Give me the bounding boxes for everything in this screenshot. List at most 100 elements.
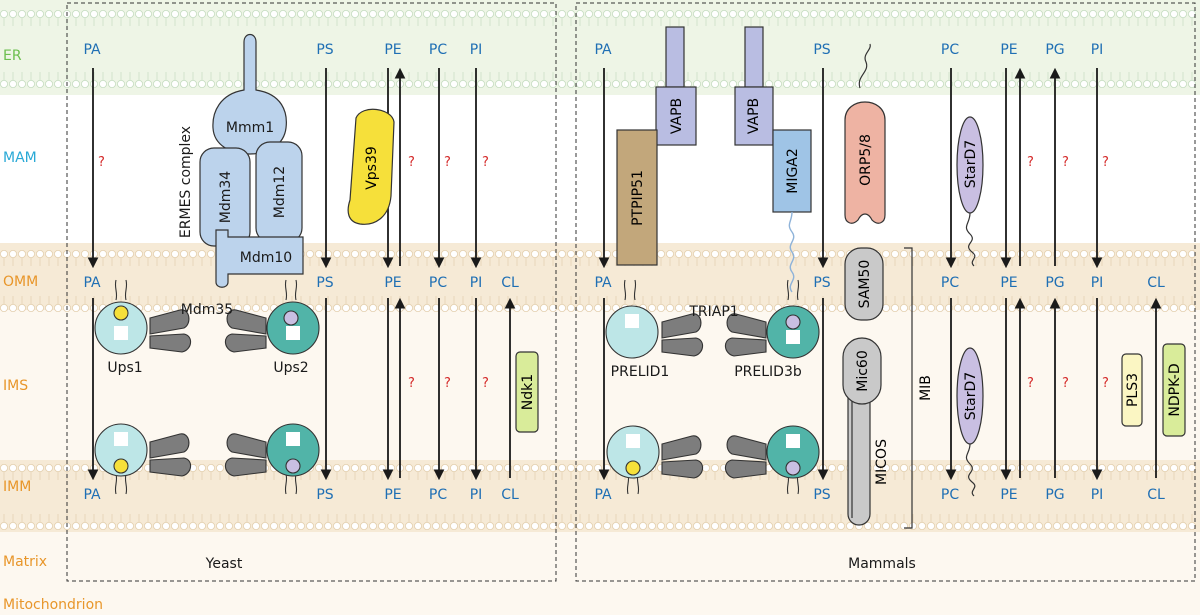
mammals-transport-arrows xyxy=(598,67,1162,481)
mammals-imm-pi: PI xyxy=(1091,487,1104,503)
mammals-omm-ps: PS xyxy=(813,275,830,291)
membrane-anchor-lines xyxy=(623,279,800,301)
yeast-imm-pe: PE xyxy=(384,487,401,503)
vapb-left-label: VAPB xyxy=(669,98,685,134)
yeast-omm-pe: PE xyxy=(384,275,401,291)
mdm34-label: Mdm34 xyxy=(218,171,234,224)
yeast-imm-pi: PI xyxy=(470,487,483,503)
triap1-dimer-right xyxy=(724,313,767,357)
mammals-omm-cl: CL xyxy=(1147,275,1165,291)
yeast-omm-ps: PS xyxy=(316,275,333,291)
ups2-pocket xyxy=(286,326,300,340)
question-mark: ? xyxy=(1027,155,1034,170)
yeast-imm-cl: CL xyxy=(501,487,519,503)
mdm12-label: Mdm12 xyxy=(272,166,288,218)
ups1-pocket-imm xyxy=(114,432,128,446)
vapb-protein-left xyxy=(655,86,697,146)
mammals-imm-pa: PA xyxy=(594,487,612,503)
mdm10-protein xyxy=(215,229,304,288)
prelid1-lipid-yellow-imm xyxy=(625,460,641,476)
vapb-ptpip51-tether xyxy=(616,26,697,266)
question-mark: ? xyxy=(482,376,489,391)
vapb-right-label: VAPB xyxy=(746,98,762,134)
mammals-imm-pc: PC xyxy=(941,487,959,503)
question-mark: ? xyxy=(444,376,451,391)
mammals-imm-ps: PS xyxy=(813,487,830,503)
mammals-lipid-labels: PA PS PC PE PG PI PA PS PC PE PG PI CL P… xyxy=(594,42,1165,503)
yeast-omm-pc: PC xyxy=(429,275,447,291)
mdm35-dimer-imm xyxy=(149,433,192,477)
orp58-protein xyxy=(844,101,886,224)
yeast-imm-pa: PA xyxy=(83,487,101,503)
question-mark: ? xyxy=(408,376,415,391)
mammals-omm-pg: PG xyxy=(1045,275,1064,291)
mammals-er-pc: PC xyxy=(941,42,959,58)
yeast-panel-frame xyxy=(66,2,557,582)
yeast-panel-label: Yeast xyxy=(205,556,243,572)
question-mark: ? xyxy=(1102,376,1109,391)
yeast-er-pe: PE xyxy=(384,42,401,58)
question-mark: ? xyxy=(1027,376,1034,391)
ups1-protein-imm xyxy=(94,423,148,477)
yeast-ups-complexes xyxy=(94,279,320,495)
label-imm: IMM xyxy=(3,479,31,495)
prelid3b-protein-imm xyxy=(766,425,820,479)
label-er: ER xyxy=(3,48,22,64)
ims-band xyxy=(0,310,1200,460)
ups2-protein-imm xyxy=(266,423,320,477)
miga2-tail xyxy=(788,211,795,293)
vapb-tm-left xyxy=(665,26,685,88)
prelid1-label: PRELID1 xyxy=(611,364,670,380)
mdm35-dimer-ups2 xyxy=(224,309,267,353)
micos-complex xyxy=(842,337,882,526)
mdm10-label: Mdm10 xyxy=(240,250,292,266)
yeast-er-ps: PS xyxy=(316,42,333,58)
ndpkd-protein xyxy=(1162,343,1186,437)
mammals-prelid-complexes xyxy=(605,279,820,495)
stard7-tail-ims xyxy=(965,443,976,497)
mammals-er-pg: PG xyxy=(1045,42,1064,58)
yeast-er-pi: PI xyxy=(470,42,483,58)
label-omm: OMM xyxy=(3,274,38,290)
ups2-label: Ups2 xyxy=(273,360,308,376)
prelid1-pocket-imm xyxy=(626,434,640,448)
imm-membrane xyxy=(0,463,1197,531)
prelid3b-pocket xyxy=(786,330,800,344)
question-mark: ? xyxy=(444,155,451,170)
vapb-miga2-tether xyxy=(734,26,812,293)
mammals-imm-pe: PE xyxy=(1000,487,1017,503)
ptpip51-protein xyxy=(616,129,658,266)
vapb-tm-right xyxy=(744,26,764,88)
membrane-anchor-lines xyxy=(114,279,298,301)
question-mark: ? xyxy=(1102,155,1109,170)
mmm1-label: Mmm1 xyxy=(226,120,274,136)
yeast-unknown-marks: ? ? ? ? ? ? ? xyxy=(98,155,489,391)
mammals-er-pe: PE xyxy=(1000,42,1017,58)
mib-label: MIB xyxy=(918,375,934,401)
question-mark: ? xyxy=(1062,376,1069,391)
ermes-labels: Mmm1 Mdm34 Mdm12 Mdm10 ERMES complex xyxy=(178,120,292,266)
matrix-band xyxy=(0,532,1200,615)
er-membrane xyxy=(0,9,1197,89)
yeast-omm-pi: PI xyxy=(470,275,483,291)
pls3-label: PLS3 xyxy=(1125,373,1141,407)
compartment-labels: ER MAM OMM IMS IMM Matrix Mitochondrion xyxy=(3,48,103,613)
yeast-ups-labels: Mdm35 Ups1 Ups2 xyxy=(107,302,308,376)
ptpip51-label: PTPIP51 xyxy=(630,170,646,226)
mdm35-label: Mdm35 xyxy=(181,302,233,318)
vps39-label: Vps39 xyxy=(364,146,380,190)
yeast-imm-ps: PS xyxy=(316,487,333,503)
orp58-tether-line xyxy=(858,43,871,89)
mammals-omm-pi: PI xyxy=(1091,275,1104,291)
vps39-protein xyxy=(347,108,395,225)
prelid3b-pocket-imm xyxy=(786,434,800,448)
pls3-protein xyxy=(1121,353,1143,427)
mammals-er-pa: PA xyxy=(594,42,612,58)
ndk1-label: Ndk1 xyxy=(520,374,536,410)
prelid3b-label: PRELID3b xyxy=(734,364,802,380)
yeast-imm-pc: PC xyxy=(429,487,447,503)
prelid1-protein-imm xyxy=(606,425,660,479)
prelid1-protein xyxy=(605,305,659,359)
mammals-panel-frame xyxy=(575,2,1196,582)
